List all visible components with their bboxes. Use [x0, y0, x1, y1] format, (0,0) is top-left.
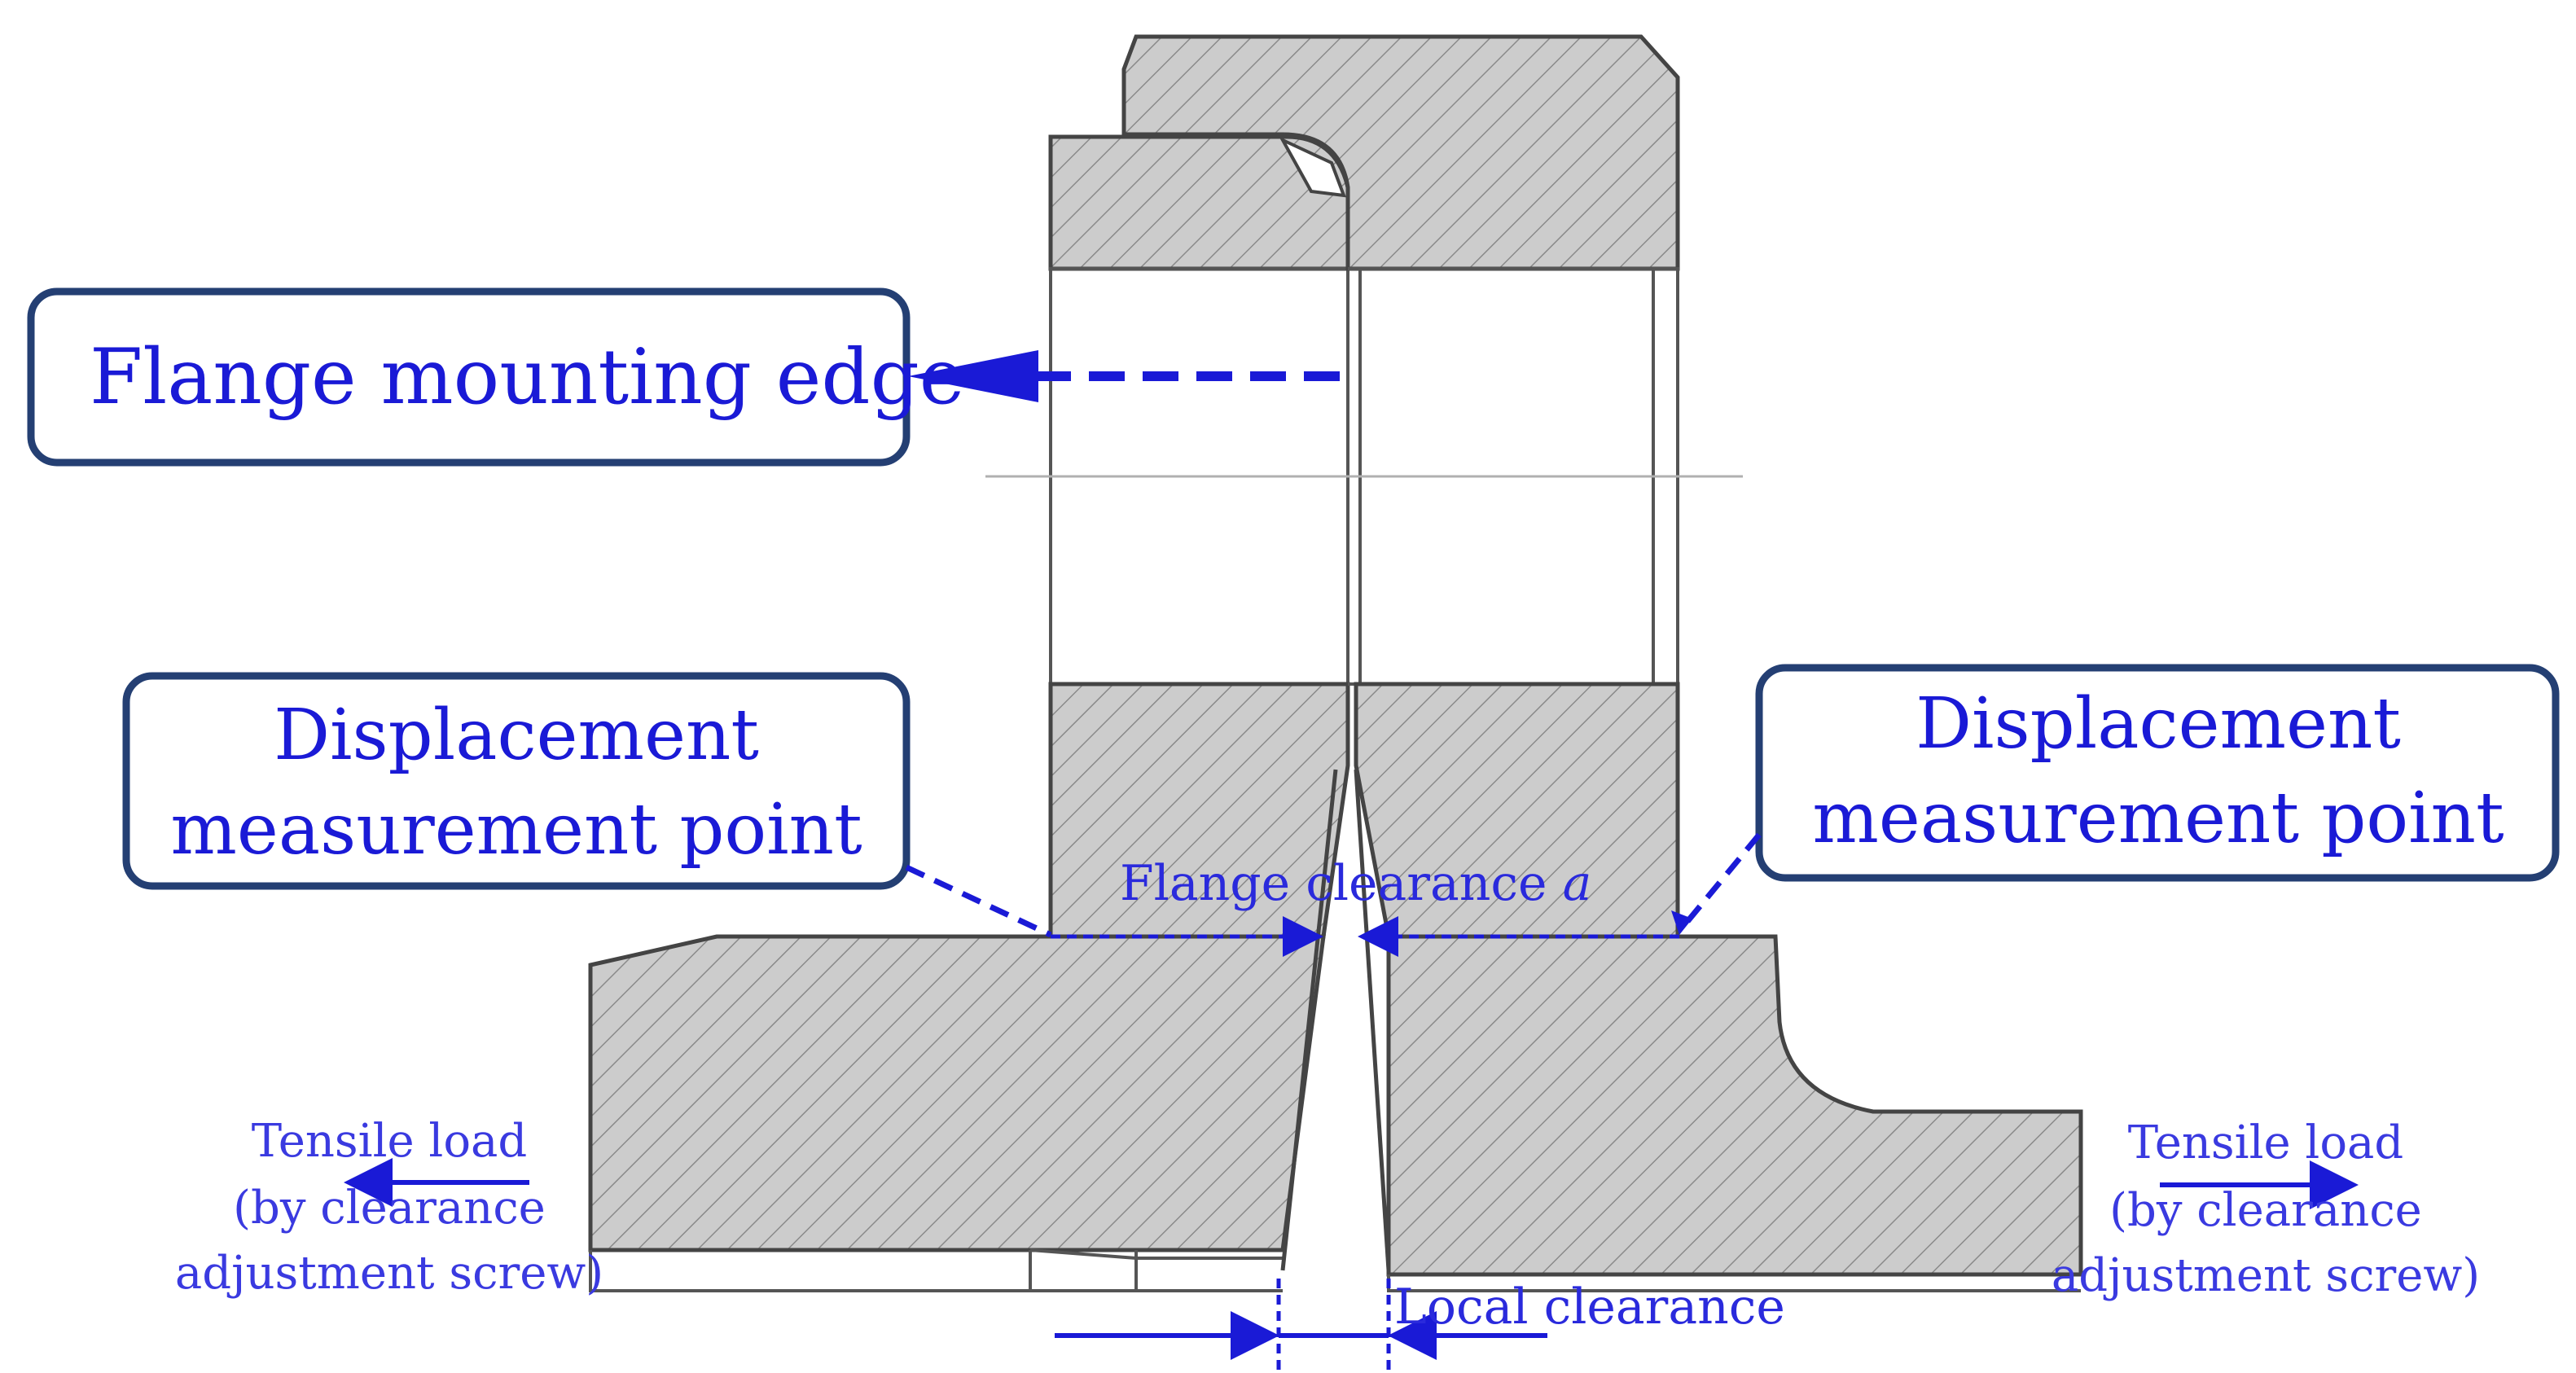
flange-clearance-dimension: Flange clearance a: [1051, 855, 1679, 957]
left-load-line3: adjustment screw): [175, 1247, 603, 1300]
flange-edge-callout: Flange mounting edge: [27, 287, 1340, 467]
lower-left-flange: [588, 934, 1326, 1292]
left-point-line1: Displacement: [274, 695, 759, 776]
arrow-head-icon: [908, 350, 1038, 402]
flange-edge-label: Flange mounting edge: [90, 333, 964, 422]
left-point-line2: measurement point: [170, 789, 862, 871]
right-load-line2: (by clearance: [2109, 1184, 2422, 1237]
right-point-line1: Displacement: [1916, 683, 2401, 765]
upper-left-flange: [1048, 134, 1350, 939]
lower-right-flange: [1386, 934, 2083, 1292]
left-load-line1: Tensile load: [252, 1115, 528, 1168]
tapered-gap: [1280, 769, 1391, 1271]
left-tensile-load: Tensile load (by clearance adjustment sc…: [175, 1115, 603, 1300]
flange-clearance-label: Flange clearance a: [1120, 855, 1591, 912]
right-arrow-head-icon: [1671, 910, 1692, 935]
right-load-line3: adjustment screw): [2052, 1249, 2480, 1302]
right-load-line1: Tensile load: [2128, 1116, 2404, 1169]
right-displacement-callout: Displacement measurement point: [1671, 664, 2560, 935]
local-clearance-label: Local clearance: [1394, 1279, 1785, 1336]
local-clearance-dimension: Local clearance: [1055, 1279, 1785, 1373]
left-displacement-callout: Displacement measurement point: [122, 672, 1052, 938]
left-load-line2: (by clearance: [233, 1182, 546, 1235]
right-tensile-load: Tensile load (by clearance adjustment sc…: [2052, 1116, 2480, 1302]
right-point-line2: measurement point: [1812, 778, 2504, 859]
